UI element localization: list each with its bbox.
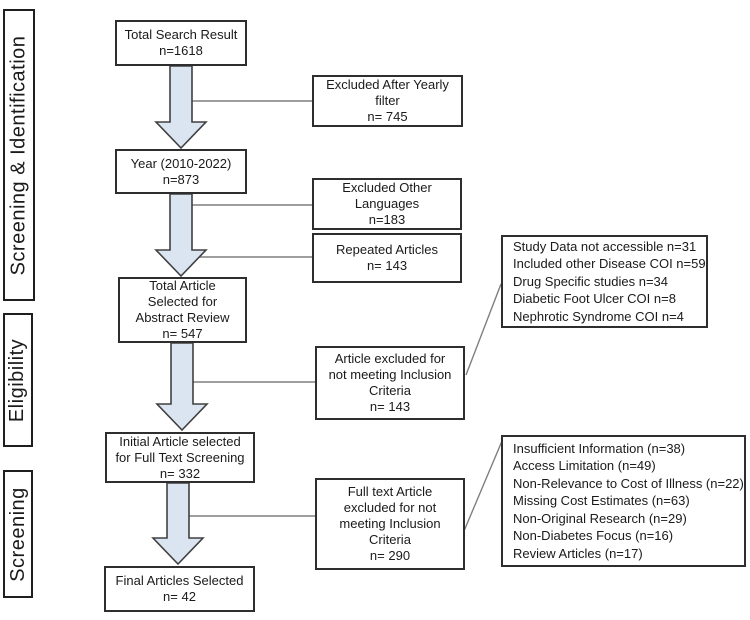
stage-label-screening: Screening	[6, 486, 29, 582]
exclusion-box-other-languages-text: Excluded Other Languages n=183	[342, 180, 432, 227]
stage-box-screening: Screening	[3, 470, 33, 598]
connector-line-abstract-reasons	[465, 283, 502, 376]
detail-box-abstract-reasons-text: Study Data not accessible n=31 Included …	[513, 238, 706, 324]
exclusion-box-yearly-filter: Excluded After Yearly filter n= 745	[312, 75, 463, 127]
flow-box-abstract-review-text: Total Article Selected for Abstract Revi…	[135, 278, 230, 341]
exclusion-box-fulltext-criteria: Full text Article excluded for not meeti…	[315, 478, 465, 570]
detail-box-fulltext-exclusion-reasons: Insufficient Information (n=38) Access L…	[501, 435, 746, 567]
connector-line-fulltext-reasons	[463, 440, 503, 532]
flow-box-total-search-result: Total Search Result n=1618	[115, 20, 247, 66]
down-arrow-fulltext-to-final	[151, 482, 205, 566]
stage-box-screening-identification: Screening & Identification	[3, 9, 35, 301]
detail-box-abstract-exclusion-reasons: Study Data not accessible n=31 Included …	[501, 235, 708, 328]
stage-box-eligibility: Eligibility	[3, 313, 33, 447]
flow-box-fulltext-screening-text: Initial Article selected for Full Text S…	[115, 433, 245, 481]
exclusion-box-repeated-articles-text: Repeated Articles n= 143	[336, 242, 438, 273]
detail-box-fulltext-reasons-text: Insufficient Information (n=38) Access L…	[513, 440, 744, 561]
down-arrow-year-to-abstract	[154, 193, 208, 278]
down-arrow-abstract-to-fulltext	[155, 342, 209, 432]
flow-box-fulltext-screening: Initial Article selected for Full Text S…	[105, 432, 255, 483]
exclusion-box-abstract-criteria-text: Article excluded for not meeting Inclusi…	[328, 351, 452, 414]
stage-label-screening-identification: Screening & Identification	[7, 35, 30, 275]
flow-box-final-articles-text: Final Articles Selected n= 42	[115, 573, 244, 604]
exclusion-box-other-languages: Excluded Other Languages n=183	[312, 178, 462, 230]
stage-label-eligibility: Eligibility	[6, 338, 29, 422]
flow-box-total-search-text: Total Search Result n=1618	[124, 27, 238, 58]
exclusion-box-abstract-criteria: Article excluded for not meeting Inclusi…	[315, 346, 465, 420]
flow-box-abstract-review: Total Article Selected for Abstract Revi…	[118, 277, 247, 343]
flow-box-year-filter: Year (2010-2022) n=873	[115, 149, 247, 194]
exclusion-box-yearly-filter-text: Excluded After Yearly filter n= 745	[326, 77, 449, 124]
down-arrow-search-to-year	[154, 65, 208, 150]
flow-box-final-articles: Final Articles Selected n= 42	[104, 566, 255, 612]
flow-box-year-filter-text: Year (2010-2022) n=873	[130, 155, 232, 187]
exclusion-box-repeated-articles: Repeated Articles n= 143	[312, 233, 462, 283]
exclusion-box-fulltext-criteria-text: Full text Article excluded for not meeti…	[339, 484, 441, 563]
